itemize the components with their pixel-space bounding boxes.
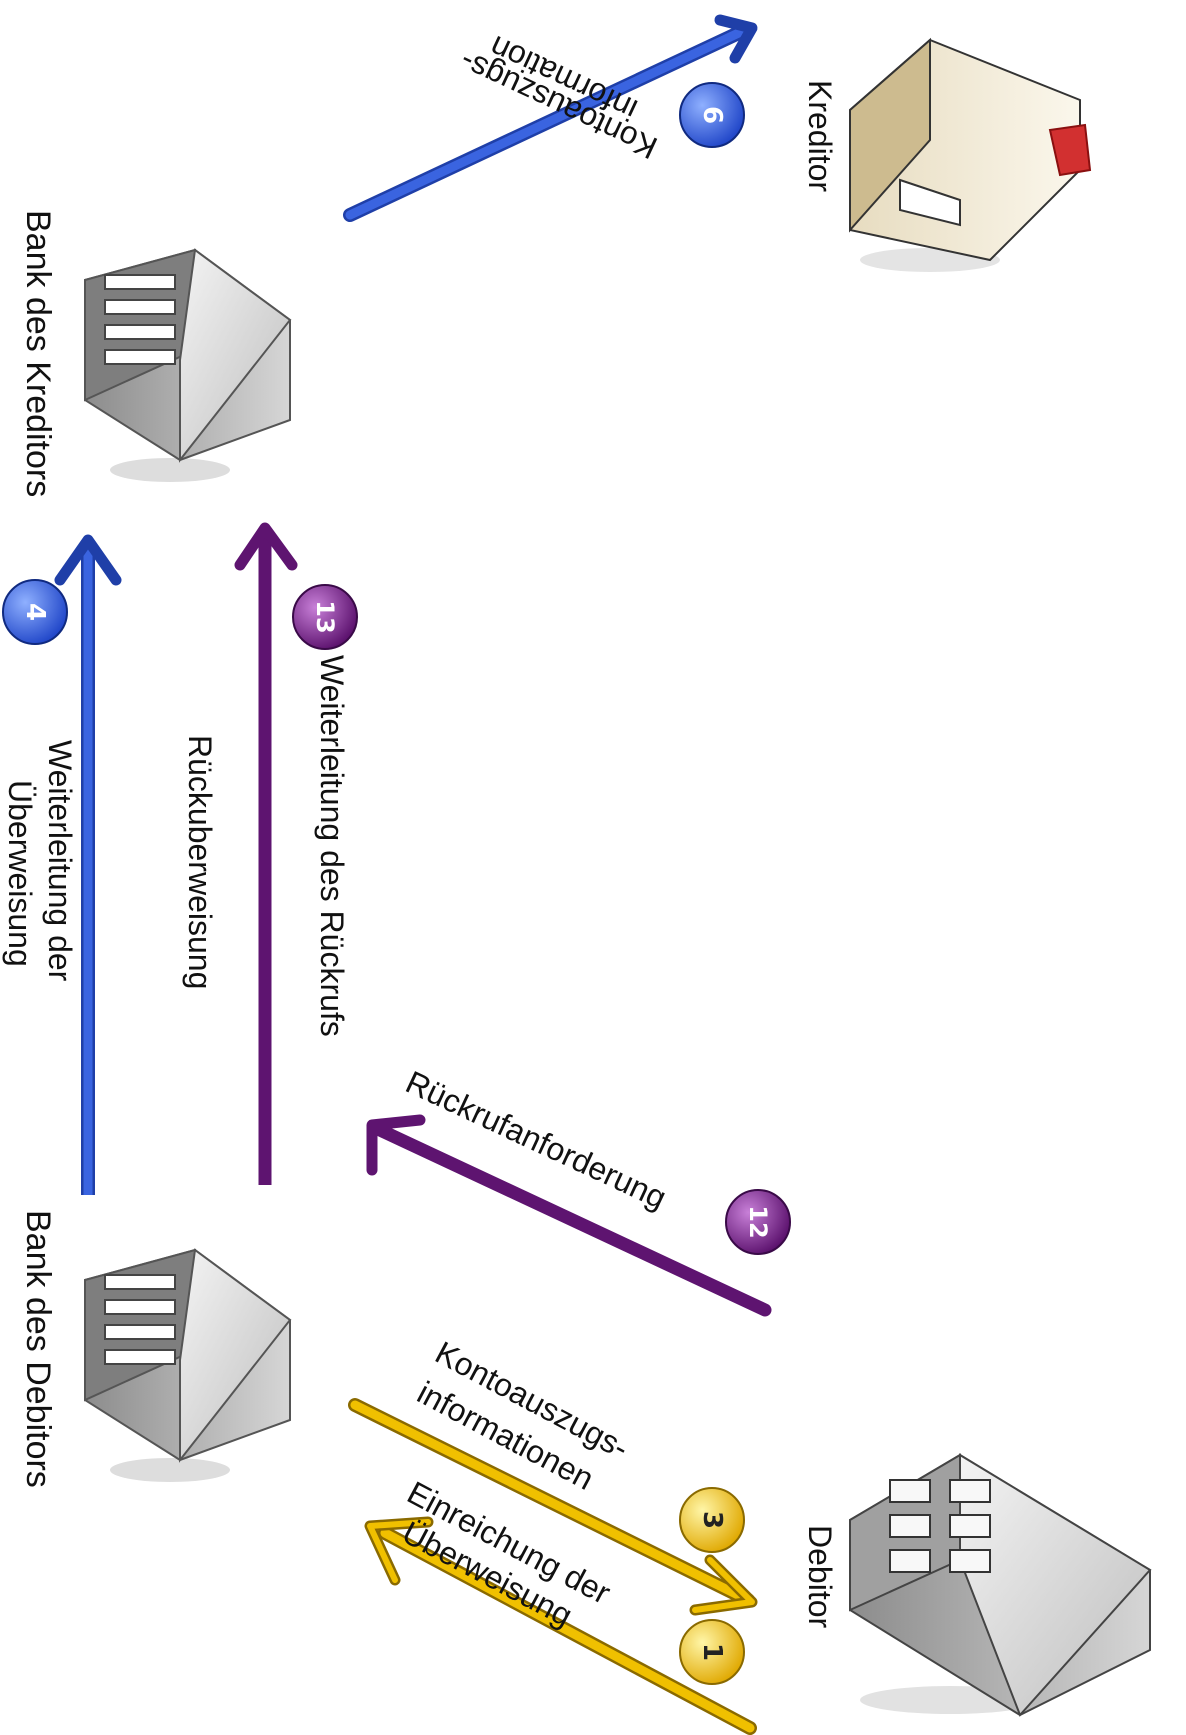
label-rueckueberweisung: Rückuberweisung xyxy=(182,735,218,989)
node-label-kreditor: Kreditor xyxy=(802,80,838,192)
badge-step-12: 12 xyxy=(725,1189,791,1255)
arrow-step-4 xyxy=(54,534,122,1195)
badge-step-13-number: 13 xyxy=(311,600,339,633)
badge-step-6-number: 6 xyxy=(697,106,727,124)
bank-debitor-icon xyxy=(84,1248,292,1482)
badge-step-1-number: 1 xyxy=(697,1643,727,1661)
arrow-step-12 xyxy=(366,1114,772,1317)
badge-step-3: 3 xyxy=(679,1487,745,1553)
arrow-step-1 xyxy=(364,1516,757,1735)
badge-step-13: 13 xyxy=(292,584,358,650)
node-label-bank-kreditor: Bank des Kreditors xyxy=(19,210,57,497)
badge-step-1: 1 xyxy=(679,1619,745,1685)
badge-step-4-number: 4 xyxy=(20,603,50,621)
step-13-label: Weiterleitung des Rückrufs xyxy=(314,655,350,1037)
badge-step-12-number: 12 xyxy=(744,1205,772,1238)
debitor-office-icon xyxy=(849,1453,1152,1717)
arrow-step-6 xyxy=(343,14,758,222)
step-4-label-line-1: Weiterleitung der xyxy=(42,740,78,982)
kreditor-house-icon xyxy=(849,37,1092,272)
arrow-step-3 xyxy=(348,1398,758,1616)
step-12-label: Rückrufanforderung xyxy=(400,1064,672,1216)
badge-step-4: 4 xyxy=(2,579,68,645)
node-label-bank-debitor: Bank des Debitors xyxy=(19,1210,57,1488)
bank-kreditor-icon xyxy=(84,248,292,482)
arrow-step-13 xyxy=(234,522,298,1185)
step-4-label-line-2: Überweisung xyxy=(2,780,38,967)
badge-step-6: 6 xyxy=(679,82,745,148)
node-label-debitor: Debitor xyxy=(802,1525,838,1629)
badge-step-3-number: 3 xyxy=(697,1511,727,1529)
